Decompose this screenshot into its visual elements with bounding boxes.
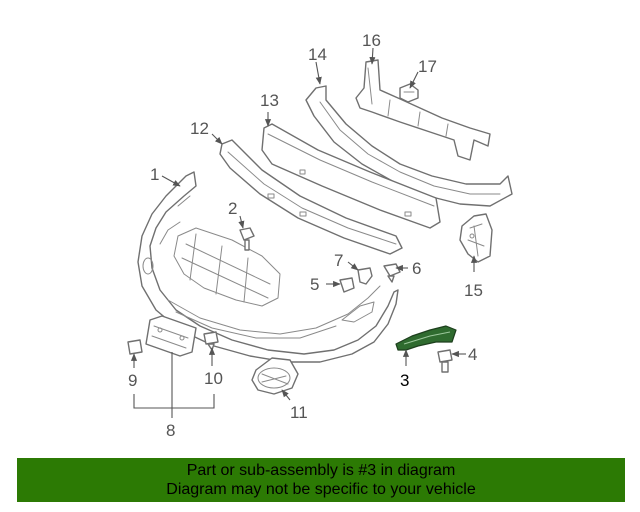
callout-12: 12 <box>190 119 209 138</box>
part-14-upper-bar[interactable] <box>305 85 513 207</box>
part-4-bolt[interactable] <box>437 349 453 373</box>
callout-4: 4 <box>468 345 477 364</box>
part-2-bolt[interactable] <box>239 227 255 251</box>
part-11-fog-bezel[interactable] <box>251 357 299 395</box>
part-3-bracket-highlighted[interactable] <box>395 325 457 351</box>
part-13-reinforcement[interactable] <box>261 123 441 229</box>
callout-10: 10 <box>204 369 223 388</box>
part-12-absorber[interactable] <box>219 139 403 255</box>
callout-17: 17 <box>418 57 437 76</box>
part-17-clip[interactable] <box>399 83 419 103</box>
part-16-upper-bracket[interactable] <box>355 59 491 161</box>
leader-lines <box>130 47 478 418</box>
part-9-clip[interactable] <box>127 339 143 355</box>
callout-13: 13 <box>260 91 279 110</box>
callout-5: 5 <box>310 275 319 294</box>
banner-line-disclaimer: Diagram may not be specific to your vehi… <box>166 481 476 498</box>
callout-11: 11 <box>290 403 308 422</box>
part-7-clip[interactable] <box>357 267 373 285</box>
callout-14: 14 <box>308 45 327 64</box>
part-6-push-clip[interactable] <box>383 263 401 283</box>
callout-2: 2 <box>228 199 237 218</box>
callout-3: 3 <box>400 371 409 390</box>
callout-6: 6 <box>412 259 421 278</box>
callout-1: 1 <box>150 165 159 184</box>
callout-9: 9 <box>128 371 137 390</box>
callout-8: 8 <box>166 421 175 440</box>
part-1-bumper-cover[interactable] <box>137 171 399 363</box>
part-8-license-bracket[interactable] <box>145 315 197 357</box>
banner-line-part-number: Part or sub-assembly is #3 in diagram <box>186 462 456 479</box>
part-10-screw[interactable] <box>203 331 219 351</box>
callout-16: 16 <box>362 31 381 50</box>
callout-7: 7 <box>334 251 343 270</box>
info-banner: Part or sub-assembly is #3 in diagram Di… <box>17 458 625 502</box>
callout-15: 15 <box>464 281 483 300</box>
part-5-clip[interactable] <box>339 277 355 293</box>
part-15-side-bracket[interactable] <box>459 213 493 263</box>
